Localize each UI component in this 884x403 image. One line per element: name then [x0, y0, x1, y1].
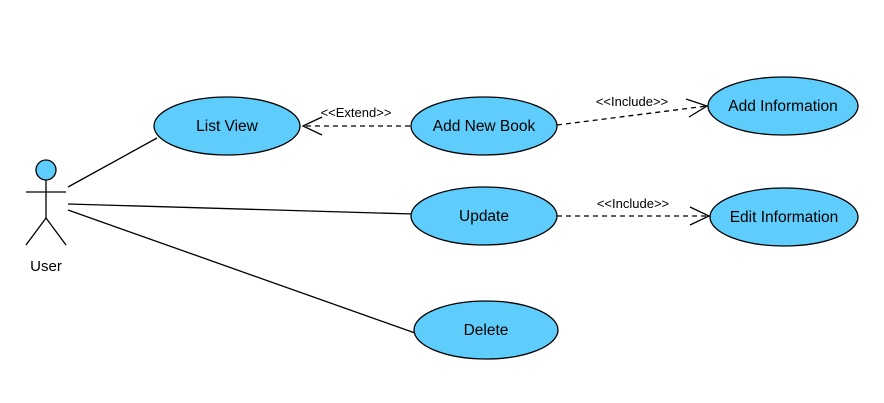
- update-ellipse: [410, 186, 558, 246]
- extend-relationship: <<Extend>>: [301, 105, 410, 136]
- include-add-arrowhead: [685, 98, 709, 118]
- edit-information-ellipse: [709, 187, 859, 247]
- include-add-line: [556, 105, 708, 126]
- actor-left-leg: [25, 217, 47, 246]
- actor-label: User: [30, 258, 62, 275]
- list-view-ellipse: [153, 96, 301, 156]
- association-list-view: [67, 137, 158, 188]
- use-case-add-new-book: Add New Book: [410, 96, 558, 156]
- update-label: Update: [459, 208, 509, 225]
- use-case-delete: Delete: [413, 300, 559, 360]
- extend-arrowhead: [301, 116, 323, 136]
- actor-head: [35, 159, 57, 181]
- include-add-label: <<Include>>: [596, 94, 668, 109]
- use-case-list-view: List View: [153, 96, 301, 156]
- delete-ellipse: [413, 300, 559, 360]
- use-case-edit-information: Edit Information: [709, 187, 859, 247]
- actor-user: User: [25, 159, 67, 275]
- include-relationship-add: <<Include>>: [556, 94, 709, 126]
- list-view-label: List View: [196, 118, 259, 135]
- use-case-add-information: Add Information: [707, 76, 859, 136]
- edit-information-label: Edit Information: [730, 209, 839, 226]
- add-new-book-label: Add New Book: [433, 118, 536, 135]
- association-delete: [67, 209, 416, 334]
- association-update: [67, 203, 414, 215]
- add-information-label: Add Information: [728, 98, 837, 115]
- actor-right-leg: [45, 217, 67, 246]
- delete-label: Delete: [464, 322, 509, 339]
- add-new-book-ellipse: [410, 96, 558, 156]
- include-edit-label: <<Include>>: [597, 196, 669, 211]
- include-relationship-edit: <<Include>>: [557, 196, 711, 226]
- use-case-update: Update: [410, 186, 558, 246]
- add-information-ellipse: [707, 76, 859, 136]
- extend-label: <<Extend>>: [321, 105, 392, 120]
- include-edit-arrowhead: [689, 206, 711, 226]
